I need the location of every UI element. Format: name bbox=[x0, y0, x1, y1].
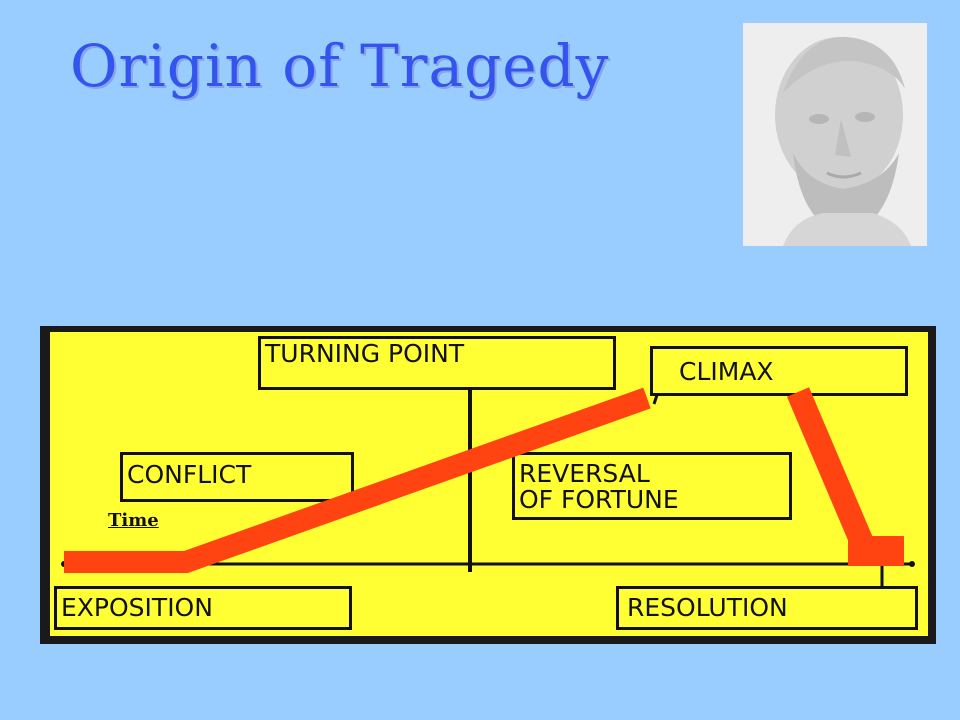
exposition-label: EXPOSITION bbox=[61, 593, 213, 622]
resolution-end-marker bbox=[848, 536, 904, 566]
exposition-box: EXPOSITION bbox=[54, 586, 352, 630]
time-axis-label: Time bbox=[108, 510, 159, 531]
axis-end-dot bbox=[909, 561, 915, 567]
diagram-panel: TURNING POINT CLIMAX CONFLICT REVERSAL O… bbox=[50, 332, 928, 636]
conflict-box: CONFLICT bbox=[120, 452, 354, 502]
rising-action-line bbox=[64, 387, 651, 573]
turning-point-label: TURNING POINT bbox=[265, 339, 465, 368]
slide-title: Origin of Tragedy bbox=[70, 32, 610, 100]
bust-portrait-icon bbox=[743, 23, 927, 246]
resolution-label: RESOLUTION bbox=[627, 593, 788, 622]
reversal-label-line1: REVERSAL bbox=[519, 459, 650, 488]
reversal-label-line2: OF FORTUNE bbox=[519, 485, 679, 514]
portrait-image bbox=[743, 23, 927, 246]
climax-box: CLIMAX bbox=[650, 346, 908, 396]
plot-structure-diagram: TURNING POINT CLIMAX CONFLICT REVERSAL O… bbox=[40, 326, 936, 644]
reversal-of-fortune-box: REVERSAL OF FORTUNE bbox=[512, 452, 792, 520]
climax-label: CLIMAX bbox=[679, 357, 774, 386]
falling-action-line bbox=[786, 387, 878, 557]
turning-point-box: TURNING POINT bbox=[258, 336, 616, 390]
resolution-box: RESOLUTION bbox=[616, 586, 918, 630]
conflict-label: CONFLICT bbox=[127, 460, 252, 489]
